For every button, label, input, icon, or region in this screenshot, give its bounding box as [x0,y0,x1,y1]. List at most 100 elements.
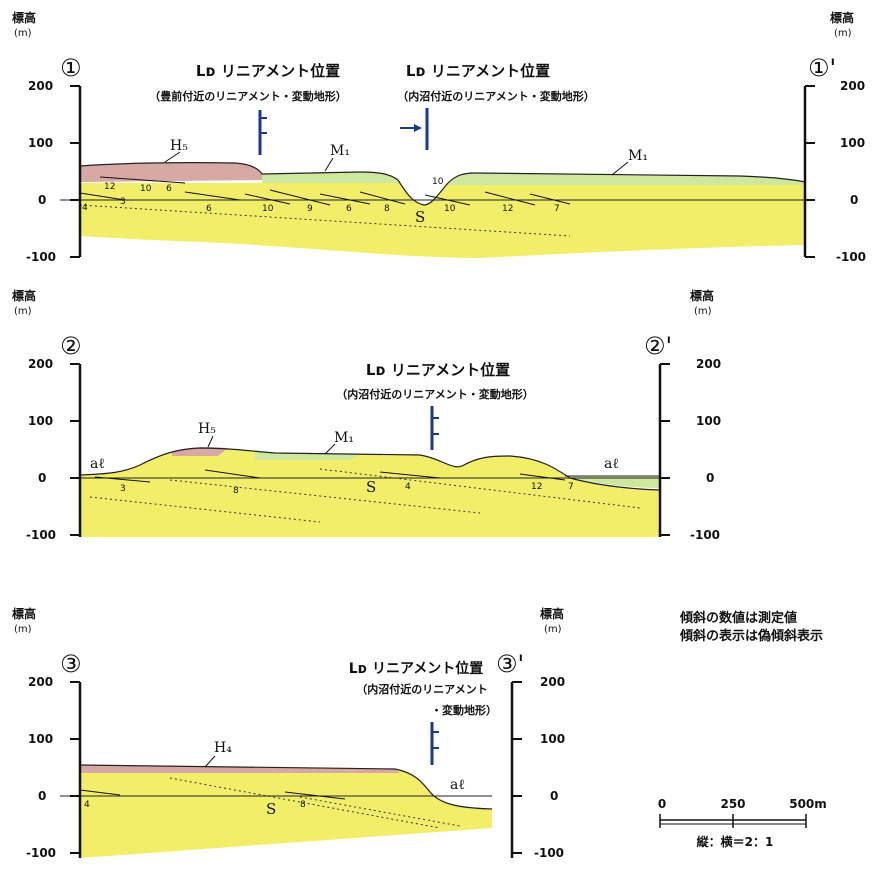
tick-label: 200 [540,675,565,689]
section-3-bedrock [80,770,492,858]
scale-zero-label: 0 [658,797,666,811]
tick-label: 100 [28,414,53,428]
dip-value: 6 [346,204,352,214]
dip-value: 6 [206,204,212,214]
notes: 傾斜の数値は測定値 傾斜の表示は偽傾斜表示 [679,610,823,644]
tick-label: 100 [540,732,565,746]
section-2-unit-s-label: S [366,478,376,496]
dip-value: 4 [82,203,88,213]
section-2-start-label: ② [60,332,82,360]
right-axis-unit: (m) [694,306,712,317]
tick-label: 0 [550,789,558,803]
right-axis-title: 標高 [690,288,714,303]
tick-label: 100 [840,136,865,150]
left-axis-unit: (m) [14,306,32,317]
note-line-2: 傾斜の表示は偽傾斜表示 [679,628,823,644]
section-1-surface [79,162,806,206]
section-2-right-axis: 標高 (m) 200 100 0 -100 [658,288,721,542]
tick-label: 100 [696,414,721,428]
tick-label: 100 [28,136,53,150]
tick-label: -100 [26,846,56,860]
section-2-lineament-title: Lᴅ リニアメント位置 [366,361,510,379]
section-1-unit-s-label: S [415,208,425,226]
scale-end-label: 500m [789,797,827,811]
left-axis-unit: (m) [14,624,32,635]
section-2-dip-values: 3 8 4 12 7 [120,482,574,496]
section-3-lineament-title: Lᴅ リニアメント位置 [349,660,484,677]
dip-value: 6 [166,184,172,194]
section-3-left-axis: 標高 (m) 200 100 0 -100 [12,606,82,860]
section-3-dip-values: 4 8 [84,800,306,810]
tick-label: 100 [28,732,53,746]
scale-ratio-label: 縦：横＝2：1 [697,834,774,849]
dip-value: 10 [432,177,444,187]
right-axis-title: 標高 [540,606,564,621]
tick-label: 0 [38,193,46,207]
section-1-terrace-m1-left [262,172,400,183]
section-2-alluvium-right-label: aℓ [604,456,619,472]
dip-value: 8 [300,800,306,810]
left-axis-title: 標高 [12,288,36,303]
dip-value: 7 [554,204,560,214]
section-1-start-label: ① [60,54,82,82]
section-3-alluvium-label: aℓ [450,777,465,793]
section-3-start-label: ③ [60,650,82,678]
right-axis-unit: (m) [834,28,852,39]
section-3-lineament-subtitle-1: （内沼付近のリニアメント [356,682,487,696]
tick-label: -100 [26,250,56,264]
section-3-dip-symbols [79,789,346,800]
section-3-bedding [169,777,461,829]
tick-label: 200 [28,675,53,689]
dip-value: 3 [120,197,126,207]
left-axis-title: 標高 [12,606,36,621]
dip-value: 8 [233,486,239,496]
right-axis-unit: (m) [544,624,562,635]
section-2-bedding [89,468,641,523]
section-3-unit-s-label: S [266,800,276,818]
section-1-end-label: ①' [808,54,836,82]
section-2-left-axis: 標高 (m) 200 100 0 -100 [12,288,82,542]
dip-value: 7 [568,482,574,492]
dip-value: 4 [84,800,90,810]
tick-label: -100 [534,846,564,860]
section-1-bedrock [80,183,805,258]
section-3-end-label: ③' [496,650,524,678]
section-3-terrace-h4 [80,765,400,773]
section-3-unit-h4-label: H₄ [214,740,232,756]
tick-label: 200 [28,79,53,93]
section-2-alluvium-left-label: aℓ [90,456,105,472]
tick-label: 0 [38,789,46,803]
tick-label: 0 [38,471,46,485]
section-1-left-axis: 標高 (m) 200 100 0 -100 [12,10,82,264]
tick-label: -100 [836,250,866,264]
right-axis-title: 標高 [830,10,854,25]
dip-value: 12 [531,482,542,492]
tick-label: 200 [28,357,53,371]
tick-label: 0 [850,193,858,207]
dip-value: 10 [444,204,456,214]
section-3-lineament-marker [430,722,439,765]
dip-value: 3 [120,484,126,494]
section-1-bedding [79,204,571,237]
dip-value: 10 [262,204,274,214]
section-2-alluvium [565,476,660,488]
section-1-dip-symbols [79,176,571,206]
section-1-right-axis: 標高 (m) 200 100 0 -100 [803,10,866,264]
left-axis-title: 標高 [12,10,36,25]
dip-value: 8 [384,204,390,214]
section-1-lineament-marker-b [400,108,429,150]
section-1-unit-m1-left-label: M₁ [330,143,350,159]
section-1-lineament-a-subtitle: （豊前付近のリニアメント・変動地形） [149,89,346,103]
section-2-unit-m1-label: M₁ [334,430,354,446]
left-axis-unit: (m) [14,28,32,39]
dip-value: 9 [307,204,313,214]
scale-mid-label: 250 [720,797,745,811]
section-1-lineament-b-subtitle: （内沼付近のリニアメント・変動地形） [397,89,594,103]
section-1-lineament-marker-a [258,110,267,155]
section-2-lineament-subtitle: （内沼付近のリニアメント・変動地形） [336,387,533,401]
section-1-terrace-h5 [80,162,262,182]
section-3-lineament-subtitle-2: ・変動地形） [431,703,497,717]
section-1-lineament-b-title: Lᴅ リニアメント位置 [406,62,550,80]
section-2-end-label: ②' [644,332,672,360]
